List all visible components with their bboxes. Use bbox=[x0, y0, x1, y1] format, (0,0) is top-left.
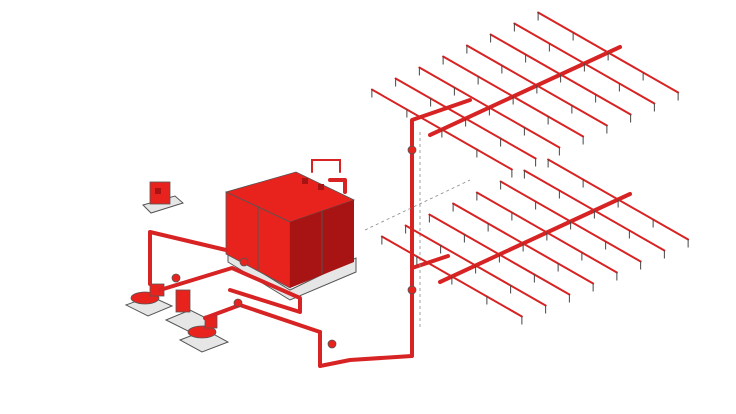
pump-discharge-pipe bbox=[158, 266, 302, 314]
tank-overflow-pipe bbox=[328, 178, 347, 194]
sprinkler-grid-upper bbox=[370, 11, 680, 178]
lower-riser-branch bbox=[410, 254, 450, 270]
fire-pump-1 bbox=[124, 283, 174, 317]
control-panel bbox=[142, 181, 185, 214]
valve-icon bbox=[171, 145, 417, 349]
suction-pipe bbox=[148, 230, 228, 286]
riser-guide-line bbox=[364, 179, 471, 231]
sprinkler-grid-lower bbox=[380, 158, 690, 325]
tank-vent-pipe bbox=[311, 159, 341, 173]
pump-header-pipe bbox=[203, 303, 322, 334]
main-riser-feed bbox=[318, 98, 472, 368]
cross-main-pipe bbox=[438, 192, 632, 284]
cross-main-pipe bbox=[428, 45, 622, 137]
